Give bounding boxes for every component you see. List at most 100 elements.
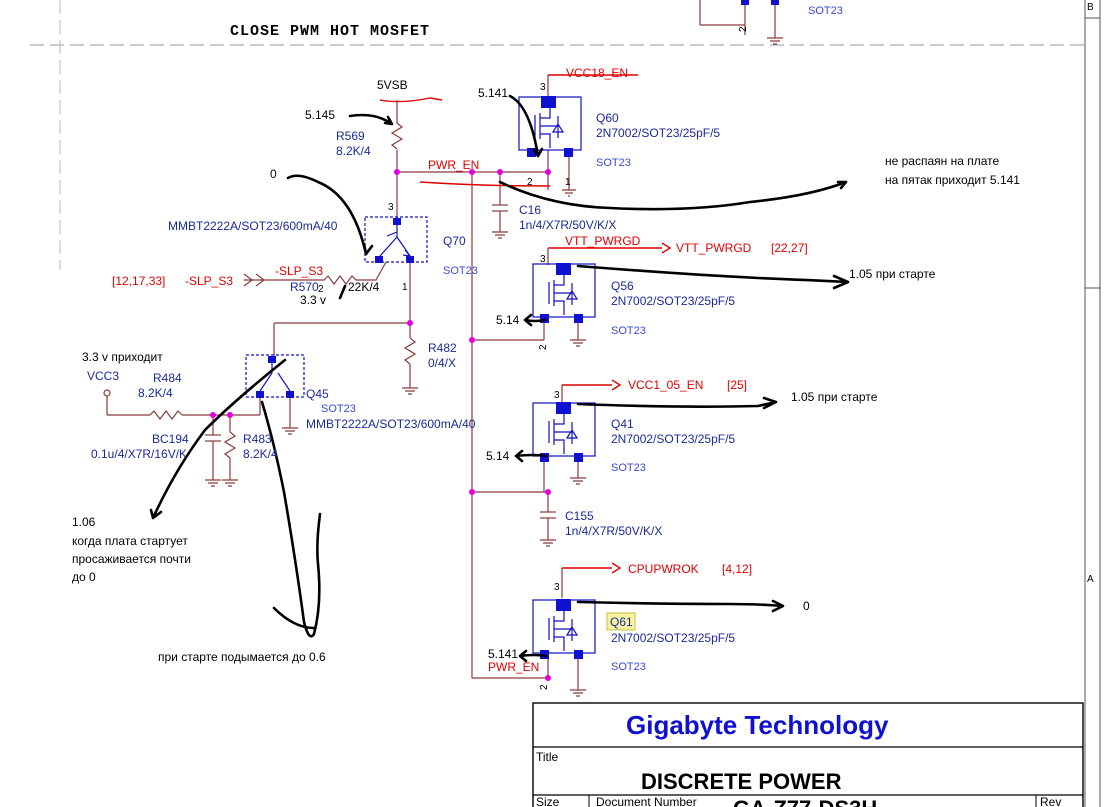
svg-text:1: 1: [402, 282, 408, 293]
note-sag-2: когда плата стартует: [72, 534, 188, 548]
net-vcc18-en: VCC18_EN: [566, 66, 628, 80]
r569-ref: R569: [336, 129, 365, 143]
net-5vsb: 5VSB: [377, 78, 408, 92]
title-block: Gigabyte Technology Title DISCRETE POWER…: [532, 702, 1084, 807]
c16-value: 1n/4/X7R/50V/K/X: [519, 218, 616, 232]
zone-letter-a: A: [1087, 574, 1094, 585]
note-5141-q60: 5.141: [478, 86, 508, 100]
q41-pkg: SOT23: [611, 462, 646, 474]
top-partial-component: 2 SOT23: [699, 0, 843, 45]
svg-text:3: 3: [388, 202, 394, 213]
svg-text:2: 2: [527, 177, 533, 188]
q60-part: 2N7002/SOT23/25pF/5: [596, 126, 720, 140]
net-vtt-pwrgd-out: VTT_PWRGD: [676, 241, 752, 255]
svg-text:3: 3: [540, 82, 546, 93]
r483-resistor: [223, 431, 237, 459]
q61-ref: Q61: [610, 615, 633, 629]
note-5141-q61: 5.141: [488, 647, 518, 661]
rev-label: Rev: [1040, 795, 1061, 807]
q70-pkg: SOT23: [443, 265, 478, 277]
note-zero-q70: 0: [270, 167, 277, 181]
net-slp-s3: -SLP_S3: [275, 264, 323, 278]
q41-mosfet: 3: [472, 384, 612, 547]
r484-value: 8.2K/4: [138, 386, 173, 400]
q56-ref: Q56: [611, 279, 634, 293]
net-pwr-en-top: PWR_EN: [428, 158, 479, 172]
ink-arrow-q60: [508, 94, 544, 158]
q41-part: 2N7002/SOT23/25pF/5: [611, 432, 735, 446]
r483-ref: R483: [243, 432, 272, 446]
q61-pkg: SOT23: [611, 661, 646, 673]
q56-pkg: SOT23: [611, 325, 646, 337]
note-not-soldered-2: на пятак приходит 5.141: [885, 173, 1020, 187]
note-5145: 5.145: [305, 108, 335, 122]
ink-arrow-5145: [348, 113, 394, 126]
net-slp-s3-in: -SLP_S3: [185, 274, 233, 288]
r482-value: 0/4/X: [428, 356, 456, 370]
net-cpupwrok: CPUPWROK: [628, 562, 699, 576]
c155-value: 1n/4/X7R/50V/K/X: [565, 524, 662, 538]
svg-text:2: 2: [318, 284, 324, 295]
note-514-q56: 5.14: [496, 313, 520, 327]
note-rise-06: при старте подымается до 0.6: [158, 650, 326, 664]
r570-resistor: [244, 261, 387, 285]
note-zero-q61: 0: [803, 599, 810, 613]
net-slp-ref: [12,17,33]: [112, 274, 165, 288]
bc194-value: 0.1u/4/X7R/16V/K: [91, 447, 187, 461]
q70-part: MMBT2222A/SOT23/600mA/40: [168, 219, 338, 233]
svg-text:SOT23: SOT23: [808, 5, 843, 17]
q61-highlight: [606, 612, 636, 631]
zone-letter-b: B: [1087, 2, 1094, 13]
net-pwr-en-bottom: PWR_EN: [488, 660, 539, 674]
bc194-ref: BC194: [152, 432, 189, 446]
svg-text:3: 3: [554, 390, 560, 401]
size-label: Size: [536, 795, 560, 807]
note-not-soldered-1: не распаян на плате: [885, 154, 1000, 168]
r483-value: 8.2K/4: [243, 447, 278, 461]
q56-mosfet: 3 2: [472, 247, 662, 350]
svg-text:2: 2: [738, 26, 749, 32]
ink-line-c16: [498, 180, 848, 211]
section-note: CLOSE PWM HOT MOSFET: [230, 23, 430, 40]
net-vtt-pwrgd-ref: [22,27]: [771, 241, 808, 255]
svg-text:3: 3: [540, 254, 546, 265]
r482-ref: R482: [428, 341, 457, 355]
sheet-title: DISCRETE POWER: [641, 769, 842, 794]
c155-ref: C155: [565, 509, 594, 523]
svg-text:1: 1: [565, 177, 571, 188]
note-startup-105-a: 1.05 при старте: [849, 267, 936, 281]
q61-part: 2N7002/SOT23/25pF/5: [611, 631, 735, 645]
r482-resistor: [403, 337, 417, 365]
net-cpupwrok-ref: [4,12]: [722, 562, 752, 576]
docnum-label: Document Number: [596, 795, 697, 807]
svg-text:2: 2: [539, 684, 550, 690]
q60-mosfet: 3 2 1: [518, 74, 638, 188]
q56-part: 2N7002/SOT23/25pF/5: [611, 294, 735, 308]
ink-arrow-q56: [576, 264, 850, 290]
net-vcc1-05-en: VCC1_05_EN: [628, 378, 703, 392]
r484-resistor: [149, 410, 183, 420]
q45-pkg: SOT23: [321, 403, 356, 415]
r569-value: 8.2K/4: [336, 144, 371, 158]
q45-part: MMBT2222A/SOT23/600mA/40: [306, 417, 476, 431]
ink-arrow-q41: [576, 396, 778, 410]
q60-pkg: SOT23: [596, 157, 631, 169]
document-number: GA-Z77-DS3H: [733, 796, 877, 807]
note-33v: 3.3 v: [300, 293, 326, 307]
r569-resistor: [390, 122, 404, 150]
r484-ref: R484: [153, 371, 182, 385]
svg-text:3: 3: [554, 582, 560, 593]
net-vtt-pwrgd: VTT_PWRGD: [565, 234, 641, 248]
q70-transistor: [364, 216, 428, 263]
title-label: Title: [536, 750, 559, 764]
ink-curve-q45: [260, 400, 322, 638]
svg-text:2: 2: [538, 344, 549, 350]
note-vcc3-arrives: 3.3 v приходит: [82, 350, 163, 364]
net-vcc1-05-ref: [25]: [727, 378, 747, 392]
note-startup-105-b: 1.05 при старте: [791, 390, 878, 404]
note-514-q41: 5.14: [486, 449, 510, 463]
q60-ref: Q60: [596, 111, 619, 125]
ink-arrow-sag: [149, 358, 287, 520]
q45-ref: Q45: [306, 387, 329, 401]
